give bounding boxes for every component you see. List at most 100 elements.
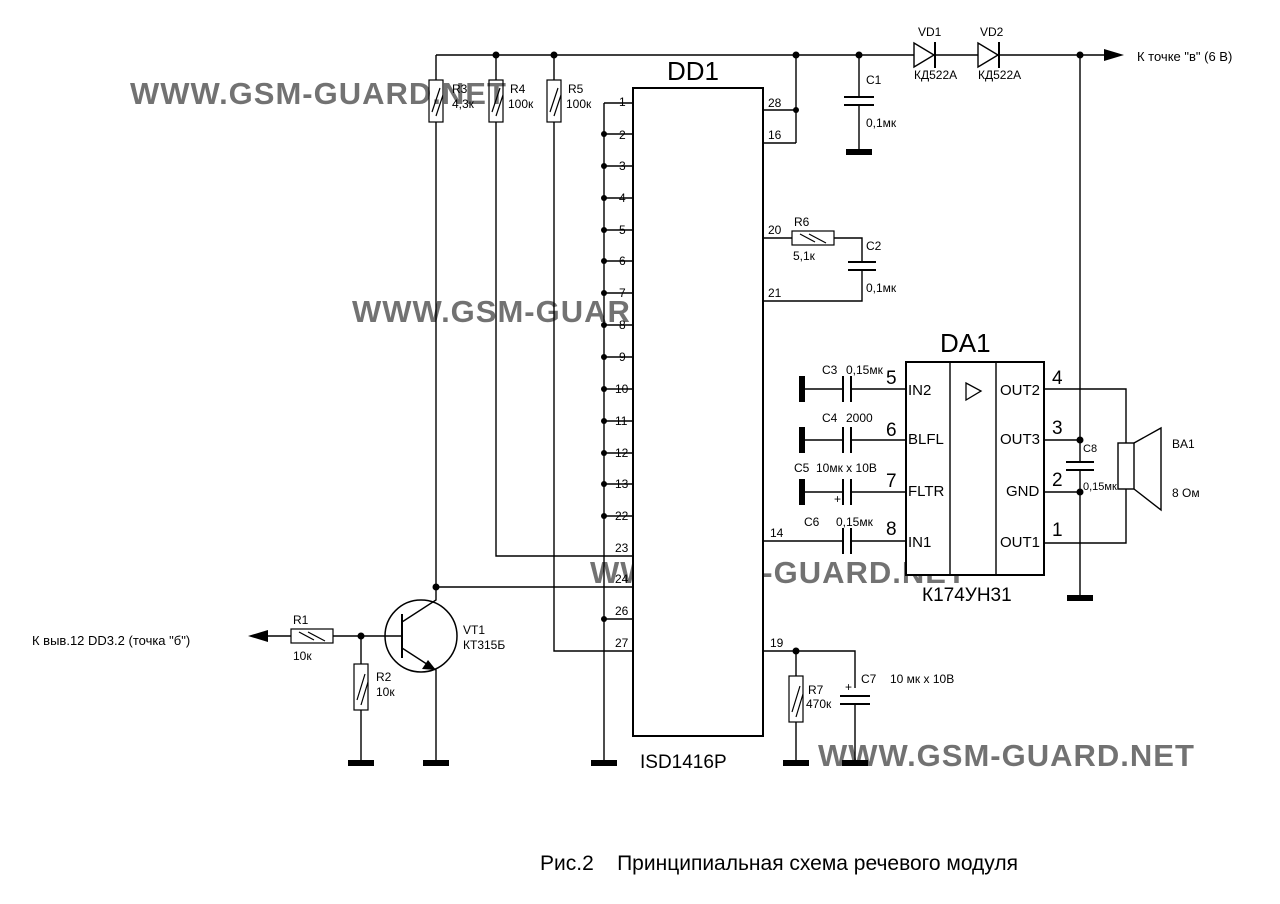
da1-sig-fltr: FLTR xyxy=(908,483,945,500)
vt1-ref: VT1 xyxy=(463,623,485,637)
capacitor-c7: + C7 10 мк х 10В xyxy=(840,672,954,705)
r7-value: 470к xyxy=(806,697,832,711)
capacitor-c2: C2 0,1мк xyxy=(848,239,897,295)
capacitor-c3: C3 0,15мк xyxy=(799,363,906,402)
da1-pin-8: 8 xyxy=(886,519,897,540)
dd1-pin-3: 3 xyxy=(619,159,626,173)
c4-ref: C4 xyxy=(822,411,838,425)
resistor-r7: R7 470к xyxy=(788,675,832,723)
resistor-r1: R1 10к К выв.12 DD3.2 (точка "б") xyxy=(32,613,374,663)
c8-ref: C8 xyxy=(1083,443,1097,455)
amplifier-triangle-icon xyxy=(965,381,983,402)
da1-pin-4: 4 xyxy=(1052,368,1063,389)
c5-value: 10мк х 10В xyxy=(816,461,877,475)
vd1-ref: VD1 xyxy=(918,25,942,39)
r1-value: 10к xyxy=(293,649,312,663)
da1-sig-out2: OUT2 xyxy=(1000,382,1040,399)
transistor-vt1: VT1 КТ315Б xyxy=(357,587,505,766)
dd1-left-pins: 1 2 3 4 5 6 7 8 9 10 11 12 13 22 23 24 2… xyxy=(591,95,633,766)
capacitor-c6: C6 0,15мк xyxy=(804,515,874,554)
da1-output-network xyxy=(1044,55,1127,601)
dd1-pin-2: 2 xyxy=(619,128,626,142)
ba1-ref: BA1 xyxy=(1172,437,1195,451)
dd1-pin-27: 27 xyxy=(615,636,629,650)
ba1-value: 8 Ом xyxy=(1172,486,1200,500)
da1-pin-3: 3 xyxy=(1052,418,1063,439)
r4-ref: R4 xyxy=(510,82,526,96)
speaker-ba1: BA1 8 Ом xyxy=(1117,426,1200,512)
dd1-pin-26: 26 xyxy=(615,604,629,618)
r6-value: 5,1к xyxy=(793,249,816,263)
dd1-pin-20: 20 xyxy=(768,223,782,237)
c8-value: 0,15мк xyxy=(1083,481,1117,493)
da1-sig-in2: IN2 xyxy=(908,382,931,399)
resistor-r2: R2 10к xyxy=(348,636,395,766)
r3-value: 4,3к xyxy=(452,97,475,111)
diode-vd2: VD2 КД522А xyxy=(977,25,1021,82)
r7-ref: R7 xyxy=(808,683,824,697)
c3-ref: C3 xyxy=(822,363,838,377)
da1-pin-6: 6 xyxy=(886,420,897,441)
arrow-in-icon xyxy=(248,630,268,642)
da1-pin-2: 2 xyxy=(1052,470,1063,491)
da1-sig-out1: OUT1 xyxy=(1000,534,1040,551)
c1-ref: C1 xyxy=(866,73,882,87)
capacitor-c4: C4 2000 xyxy=(799,411,906,453)
c5-ref: C5 xyxy=(794,461,810,475)
r1-ref: R1 xyxy=(293,613,309,627)
dd1-pin-11: 11 xyxy=(615,414,628,428)
dd1-pin-6: 6 xyxy=(619,254,626,268)
dd1-pin-1: 1 xyxy=(619,95,626,109)
dd1-pin-22: 22 xyxy=(615,509,629,523)
capacitor-c8: C8 0,15мк xyxy=(1066,443,1117,493)
c2-ref: C2 xyxy=(866,239,882,253)
diode-vd1: VD1 КД522А xyxy=(913,25,957,82)
resistor-r6: R6 5,1к xyxy=(791,215,835,263)
vt1-value: КТ315Б xyxy=(463,638,505,652)
da1-sig-blfl: BLFL xyxy=(908,431,944,448)
watermark-1: WWW.GSM-GUARD.NET xyxy=(130,76,507,111)
vd1-value: КД522А xyxy=(914,68,957,82)
vd2-ref: VD2 xyxy=(980,25,1004,39)
vd2-value: КД522А xyxy=(978,68,1021,82)
capacitor-c5: + C5 10мк х 10В xyxy=(794,461,906,506)
dd1-pin-24: 24 xyxy=(615,572,629,586)
da1-sig-out3: OUT3 xyxy=(1000,431,1040,448)
dd1-part: ISD1416P xyxy=(640,752,727,773)
c5-plus: + xyxy=(834,492,841,506)
r6-ref: R6 xyxy=(794,215,810,229)
da1-pin-7: 7 xyxy=(886,471,897,492)
capacitor-c1: C1 0,1мк xyxy=(844,55,897,155)
c2-value: 0,1мк xyxy=(866,281,897,295)
arrow-out-icon xyxy=(1104,49,1124,61)
dd1-pin-10: 10 xyxy=(615,382,629,396)
r5-ref: R5 xyxy=(568,82,584,96)
dd1-pin-9: 9 xyxy=(619,350,626,364)
speaker-icon xyxy=(1117,442,1135,490)
chip-dd1: DD1 ISD1416P xyxy=(632,56,764,773)
dd1-pin-23: 23 xyxy=(615,541,629,555)
dd1-pin-16: 16 xyxy=(768,128,782,142)
da1-pin-5: 5 xyxy=(886,368,897,389)
da1-sig-gnd: GND xyxy=(1006,483,1040,500)
c3-value: 0,15мк xyxy=(846,363,884,377)
c4-value: 2000 xyxy=(846,411,873,425)
dd1-pin-12: 12 xyxy=(615,446,629,460)
dd1-pin-13: 13 xyxy=(615,477,629,491)
dd1-pin-14: 14 xyxy=(770,526,784,540)
connector-to-b-label: К выв.12 DD3.2 (точка "б") xyxy=(32,633,190,648)
dd1-pin-8: 8 xyxy=(619,318,626,332)
connector-to-v-label: К точке "в" (6 В) xyxy=(1137,49,1232,64)
r3-ref: R3 xyxy=(452,82,468,96)
r5-value: 100к xyxy=(566,97,592,111)
watermark-4: WWW.GSM-GUARD.NET xyxy=(818,738,1195,773)
c7-ref: C7 xyxy=(861,672,877,686)
dd1-right-pins: 28 16 20 21 14 19 xyxy=(763,55,906,766)
c6-ref: C6 xyxy=(804,515,820,529)
power-rail: К точке "в" (6 В) xyxy=(436,49,1232,64)
dd1-pin-28: 28 xyxy=(768,96,782,110)
figure-caption: Рис.2 Принципиальная схема речевого моду… xyxy=(540,852,1018,875)
c7-value: 10 мк х 10В xyxy=(890,672,954,686)
resistor-r5: R5 100к xyxy=(546,55,592,123)
